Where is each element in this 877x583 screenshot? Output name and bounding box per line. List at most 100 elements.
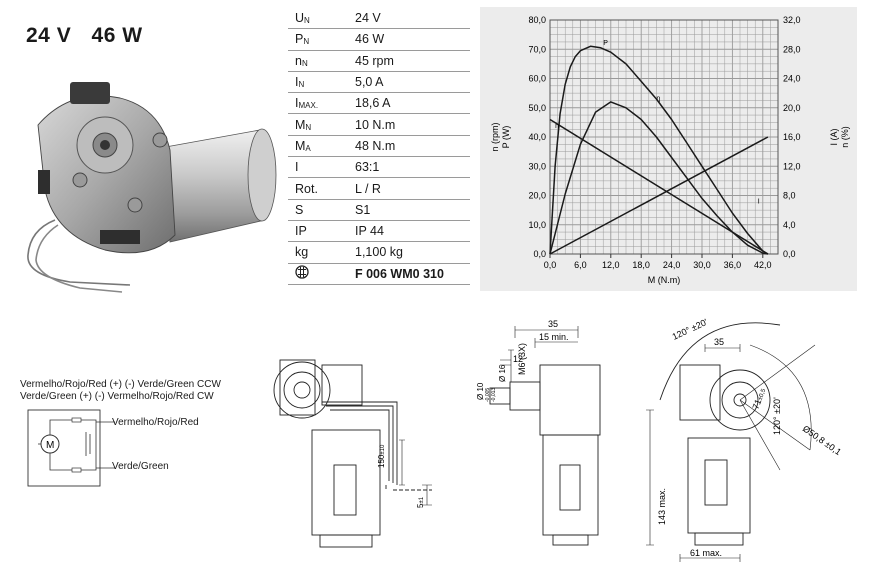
y-right-tick-label: 8,0 [783,191,796,201]
wiring-legend-cw: Verde/Green (+) (-) Vermelho/Rojo/Red CW [20,391,214,402]
spec-symbol: kg [288,241,347,264]
curve-label: P [603,40,608,47]
page-title: 24 V 46 W [26,24,143,48]
dim-143: 143 max. [657,488,667,525]
y-right-tick-label: 12,0 [783,161,801,171]
spec-symbol-text: IP [295,224,307,239]
dim-50-8: Ø50,8 ±0,1 [801,423,843,457]
y-right-tick-label: 4,0 [783,220,796,230]
spec-symbol: MA [288,135,347,158]
spec-symbol-subscript: A [305,143,311,153]
y-right-tick-label: 32,0 [783,15,801,25]
dim-150: 150 [377,454,386,468]
spec-value: 45 rpm [347,50,470,72]
spec-value: 1,100 kg [347,241,470,264]
y-right-tick-label: 0,0 [783,249,796,259]
curve-label: I [758,198,760,205]
spec-row: IMAX.18,6 A [288,92,470,115]
spec-symbol: IMAX. [288,92,347,115]
curve-label: n [555,123,559,130]
spec-symbol-subscript: N [305,122,312,132]
svg-text:Ø 10: Ø 10 [476,382,485,400]
y-left-tick-label: 70,0 [528,44,546,54]
dim-61: 61 max. [690,548,722,558]
dim-5: 5 [416,503,425,508]
spec-value: L / R [347,177,470,200]
x-tick-label: 42,0 [754,260,772,270]
spec-symbol: UN [288,8,347,30]
dim-16: Ø 16 [498,364,507,382]
spec-value: IP 44 [347,220,470,243]
x-tick-label: 6,0 [574,260,587,270]
spec-symbol-subscript: N [304,16,310,26]
y-left-tick-label: 0,0 [533,249,546,259]
y-right-tick-label: 20,0 [783,103,801,113]
y-right-tick-label: 24,0 [783,74,801,84]
drawing-side-view: 35 15 min. M6 (3X) 12 Ø 10 -0,005 -0,013… [476,319,601,546]
wire-label-green: Verde/Green [112,461,169,472]
spec-symbol-text: U [295,11,305,26]
voltage-rating: 24 V [26,24,72,47]
curve-label: η [656,95,660,102]
dim-5-tol: ±1 [419,496,425,503]
spec-symbol: IN [288,71,347,94]
x-tick-label: 18,0 [632,260,650,270]
spec-symbol: PN [288,28,347,51]
spec-symbol: MN [288,113,347,136]
svg-text:71±0,5: 71±0,5 [750,386,767,410]
dim-35-rear: 35 [714,337,724,347]
series-line-2 [549,45,769,255]
spec-symbol-text: M [295,138,306,153]
y-left-tick-label: 40,0 [528,132,546,142]
part-number: F 006 WM0 310 [347,263,470,285]
spec-symbol-text: I [295,96,299,111]
spec-value: 10 N.m [347,113,470,136]
wiring-legend-ccw: Vermelho/Rojo/Red (+) (-) Verde/Green CC… [20,379,221,390]
dim-10-tol-a: -0,005 [485,388,491,402]
part-number-row: F 006 WM0 310 [288,263,470,285]
x-tick-label: 36,0 [724,260,742,270]
spec-symbol-text: kg [295,245,309,260]
dim-120-top: 120° ±20' [671,317,710,342]
y-right-tick-label: 16,0 [783,132,801,142]
wiring-diagram: Vermelho/Rojo/Red (+) (-) Verde/Green CC… [20,372,265,492]
x-tick-label: 24,0 [663,260,681,270]
spec-symbol: IP [288,220,347,243]
spec-value: 24 V [347,8,470,30]
svg-text:5±1: 5±1 [416,496,425,508]
dim-71-tol: ±0,5 [758,388,768,402]
spec-value: S1 [347,199,470,221]
plot-frame [549,19,779,255]
spec-symbol-text: I [295,160,299,175]
y-left-axis-title: P (W) [501,126,511,149]
x-axis-title: M (N.m) [648,275,681,285]
wire-label-red: Vermelho/Rojo/Red [112,417,199,428]
dim-71: 71 [750,398,763,411]
x-tick-label: 0,0 [544,260,557,270]
spec-symbol: I [288,156,347,179]
wiring-schematic: M [27,409,115,487]
y-left-axis-title: n (rpm) [490,122,500,151]
dim-120-right: 120° ±20' [772,397,782,435]
spec-symbol-text: I [295,75,299,90]
spec-symbol-subscript: N [301,58,308,68]
drawing-rear-view: 35 120° ±20' 120° ±20' 71±0,5 Ø50,8 ±0,1… [646,317,843,562]
y-right-tick-label: 28,0 [783,44,801,54]
spec-symbol-text: P [295,32,304,47]
dim-150-tol: ±10 [380,444,386,455]
spec-row: IP IP 44 [288,220,470,243]
spec-symbol: S [288,199,347,221]
spec-symbol: Rot. [288,177,347,200]
dim-15-min: 15 min. [539,332,569,342]
y-right-axis-title: n (%) [840,126,850,148]
power-rating: 46 W [91,24,143,47]
spec-symbol: nN [288,50,347,72]
spec-symbol-text: n [295,53,302,68]
series-line-1 [549,101,769,255]
y-left-tick-label: 30,0 [528,161,546,171]
